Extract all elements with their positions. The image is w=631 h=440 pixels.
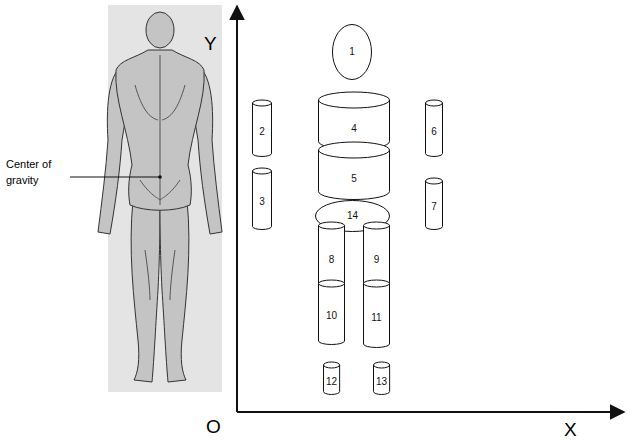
cylinder-body xyxy=(319,280,345,345)
segment-number: 5 xyxy=(351,174,357,184)
cylinder-rim xyxy=(324,365,340,368)
cylinder-body xyxy=(319,142,390,200)
segment-number: 10 xyxy=(326,311,337,321)
cylinder-body xyxy=(426,100,443,157)
segment-number: 11 xyxy=(371,313,381,323)
segment-number: 9 xyxy=(374,255,380,265)
segment-number: 13 xyxy=(376,377,387,387)
cylinder-body xyxy=(253,100,272,157)
segment-outline xyxy=(318,142,390,200)
photo-ground xyxy=(108,5,222,392)
cylinder-body xyxy=(364,222,390,290)
cylinder-rim xyxy=(374,365,390,368)
cylinder-rim xyxy=(253,171,272,174)
head-segment: 1 xyxy=(332,24,372,80)
foot-segment: 12 xyxy=(323,362,340,395)
foot-segment: 13 xyxy=(373,362,390,395)
segment-number: 8 xyxy=(329,255,335,265)
segment-number: 14 xyxy=(347,211,358,221)
cylinder-body xyxy=(319,222,345,290)
upper-arm-segment: 6 xyxy=(425,100,443,157)
upper-trunk-segment: 4 xyxy=(318,92,390,150)
segment-outline xyxy=(318,92,390,150)
annotation-label: Center of gravity xyxy=(6,157,72,189)
cylinder-rim xyxy=(319,100,390,108)
cylinder-rim xyxy=(426,181,443,184)
cylinder-rim xyxy=(319,284,345,288)
gravity-point xyxy=(158,175,162,179)
segment-number: 2 xyxy=(259,127,265,137)
segment-number: 4 xyxy=(351,124,357,134)
cylinder-rim xyxy=(319,226,345,230)
human-figure xyxy=(98,12,222,382)
cylinder-body xyxy=(253,168,272,230)
axis-label: X xyxy=(564,416,577,440)
cylinder-body xyxy=(324,362,340,395)
segment-ellipse xyxy=(333,25,372,80)
cylinder-rim xyxy=(426,103,443,106)
shank-segment: 11 xyxy=(363,280,390,348)
cylinder-rim xyxy=(253,103,272,106)
segment-number: 3 xyxy=(259,197,265,207)
gravity-line xyxy=(70,177,160,178)
lower-trunk-segment: 5 xyxy=(318,142,390,200)
cylinder-rim xyxy=(364,226,390,230)
cylinder-rim xyxy=(319,150,390,158)
forearm-segment: 7 xyxy=(425,178,443,230)
shank-segment: 10 xyxy=(318,280,345,345)
cylinder-body xyxy=(374,362,390,395)
segment-number: 7 xyxy=(431,202,437,212)
upper-arm-segment: 2 xyxy=(252,100,272,157)
cylinder-body xyxy=(319,92,390,150)
cylinder-body xyxy=(364,280,390,348)
x-axis xyxy=(237,411,624,413)
axis-label: Y xyxy=(204,30,217,58)
segment-number: 6 xyxy=(431,127,437,137)
segment-number: 1 xyxy=(349,47,355,57)
cylinder-body xyxy=(426,178,443,230)
y-axis xyxy=(236,6,238,412)
cylinder-rim xyxy=(364,284,390,288)
segment-number: 12 xyxy=(326,377,337,387)
forearm-segment: 3 xyxy=(252,168,272,230)
axis-label: O xyxy=(206,413,221,440)
